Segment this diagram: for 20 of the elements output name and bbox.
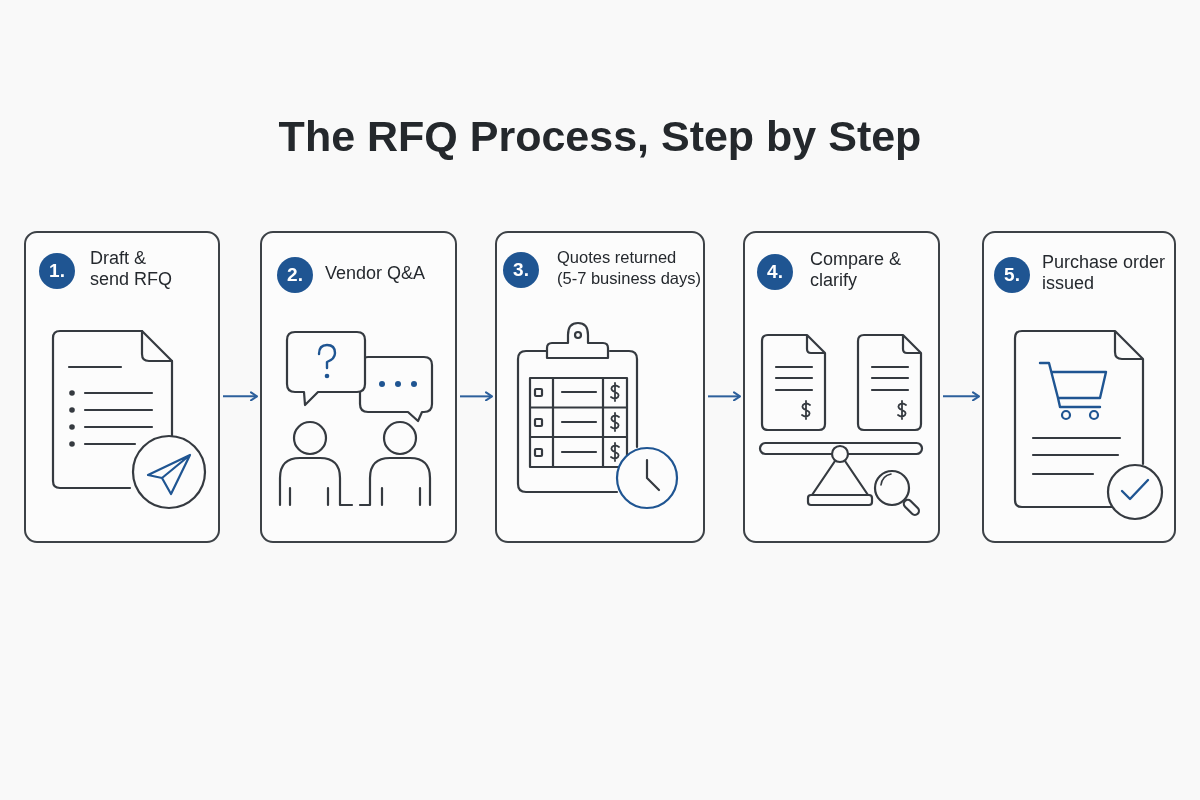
step-title: Purchase order issued — [1042, 252, 1167, 294]
step-number-badge: 1. — [39, 253, 75, 289]
arrow — [707, 391, 741, 402]
step-number-badge: 4. — [757, 254, 793, 290]
step-card — [743, 231, 940, 543]
step-title: Vendor Q&A — [325, 262, 427, 284]
step-card — [495, 231, 705, 543]
step-card — [260, 231, 457, 543]
arrow — [459, 391, 493, 402]
step-title: Compare & clarify — [810, 249, 903, 291]
step-title: Quotes returned (5-7 business days) — [557, 247, 702, 289]
diagram-title: The RFQ Process, Step by Step — [277, 111, 923, 162]
step-number-badge: 5. — [994, 257, 1030, 293]
step-title: Draft & send RFQ — [90, 248, 174, 290]
arrow — [222, 391, 258, 402]
step-card — [982, 231, 1176, 543]
step-number-badge: 3. — [503, 252, 539, 288]
step-number-badge: 2. — [277, 257, 313, 293]
arrow — [942, 391, 980, 402]
step-card — [24, 231, 220, 543]
